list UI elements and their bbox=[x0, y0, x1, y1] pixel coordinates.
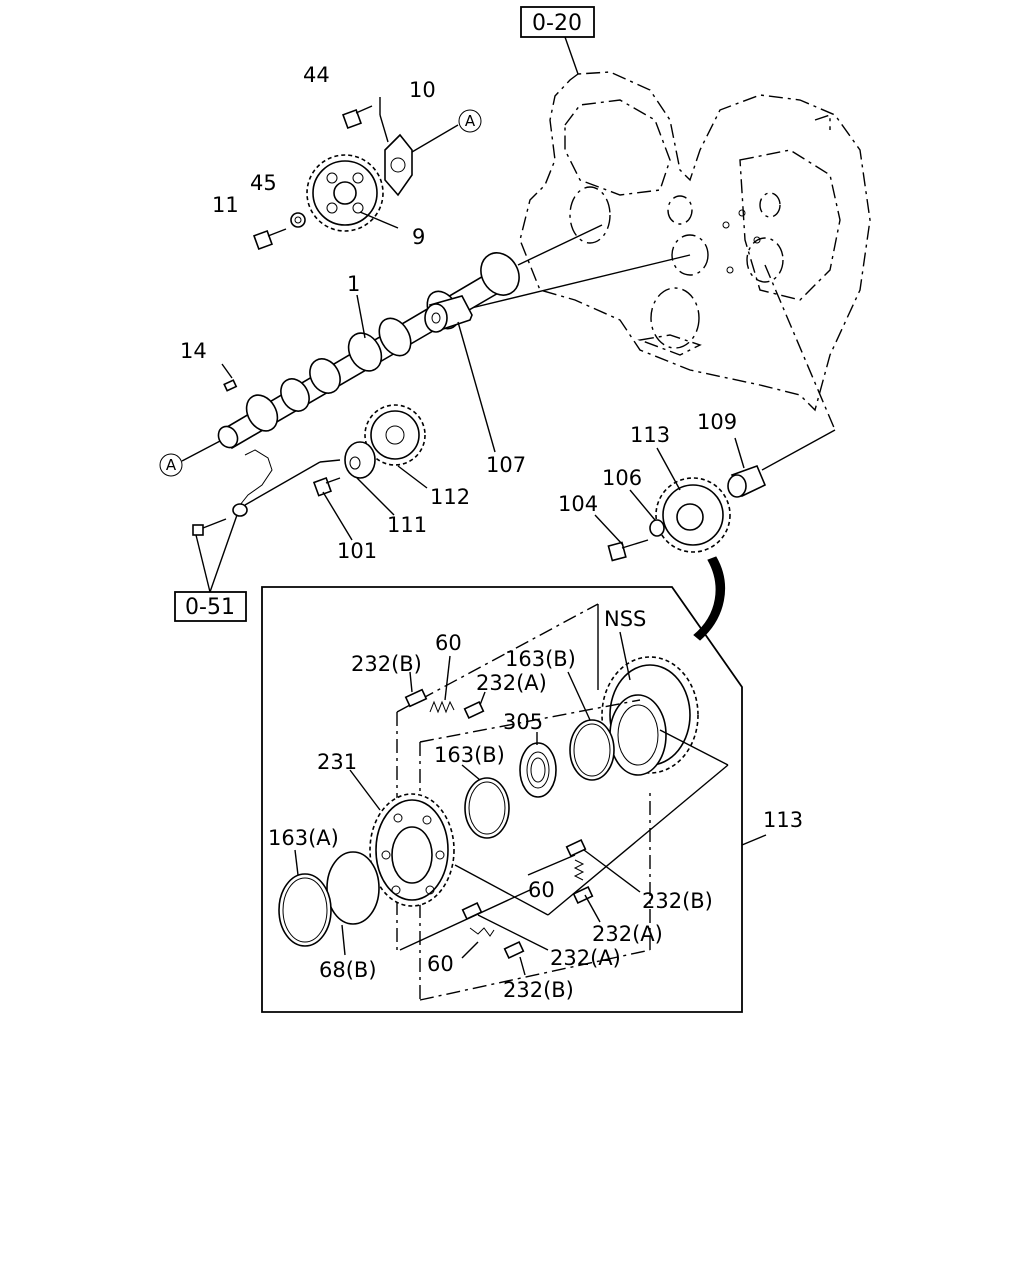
gasket-10[interactable] bbox=[384, 133, 413, 197]
washer-45[interactable] bbox=[290, 212, 306, 228]
oil-pipe-bracket bbox=[192, 449, 273, 536]
marker-a-bottom-label: A bbox=[166, 456, 177, 474]
label-109: 109 bbox=[697, 410, 737, 434]
label-231: 231 bbox=[317, 750, 357, 774]
bearing-305[interactable] bbox=[519, 742, 557, 798]
pin-232b-bottom[interactable] bbox=[503, 941, 525, 959]
label-nss: NSS bbox=[604, 607, 646, 631]
label-232b-right: 232(B) bbox=[642, 889, 713, 913]
pin-232a-top[interactable] bbox=[463, 701, 485, 719]
snap-ring-163b-left[interactable] bbox=[464, 777, 510, 839]
bushing-109[interactable] bbox=[727, 464, 767, 498]
snap-ring-163a[interactable] bbox=[278, 873, 332, 947]
label-60-top: 60 bbox=[435, 631, 462, 655]
label-163b-left: 163(B) bbox=[434, 743, 505, 767]
marker-a-top: A bbox=[458, 109, 482, 133]
label-111: 111 bbox=[387, 513, 427, 537]
label-1: 1 bbox=[347, 272, 360, 296]
detail-box bbox=[261, 586, 743, 1013]
spring-60-top[interactable] bbox=[429, 700, 455, 714]
label-232a-bottom: 232(A) bbox=[550, 946, 621, 970]
bolt-101[interactable] bbox=[312, 477, 341, 497]
label-232b-bottom: 232(B) bbox=[503, 978, 574, 1002]
gear-113[interactable] bbox=[655, 477, 731, 553]
idler-shaft-107[interactable] bbox=[424, 295, 473, 333]
pin-232b-top[interactable] bbox=[404, 688, 428, 708]
snap-ring-163b-right[interactable] bbox=[569, 719, 615, 781]
gear-nss[interactable] bbox=[601, 656, 699, 776]
label-305: 305 bbox=[503, 710, 543, 734]
gear-231[interactable] bbox=[369, 793, 455, 907]
reference-box-0-20[interactable]: 0-20 bbox=[520, 6, 595, 38]
bolt-104[interactable] bbox=[607, 539, 649, 562]
label-232a-right: 232(A) bbox=[592, 922, 663, 946]
key-14[interactable] bbox=[223, 379, 238, 392]
label-112: 112 bbox=[430, 485, 470, 509]
label-45: 45 bbox=[250, 171, 277, 195]
label-10: 10 bbox=[409, 78, 436, 102]
label-44: 44 bbox=[303, 63, 330, 87]
bolt-11[interactable] bbox=[253, 228, 287, 250]
spring-60-right[interactable] bbox=[573, 859, 585, 881]
label-113-detail: 113 bbox=[763, 808, 803, 832]
label-14: 14 bbox=[180, 339, 207, 363]
label-60-right: 60 bbox=[528, 878, 555, 902]
label-232a-top: 232(A) bbox=[476, 671, 547, 695]
bolt-44[interactable] bbox=[342, 105, 373, 129]
marker-a-top-label: A bbox=[465, 112, 476, 130]
pin-232a-bottom[interactable] bbox=[461, 902, 483, 920]
label-60-bottom: 60 bbox=[427, 952, 454, 976]
spring-60-bottom[interactable] bbox=[469, 927, 495, 937]
label-163b-right: 163(B) bbox=[505, 647, 576, 671]
ring-68b[interactable] bbox=[326, 851, 380, 925]
label-163a: 163(A) bbox=[268, 826, 339, 850]
reference-label-0-20: 0-20 bbox=[532, 11, 582, 36]
label-104: 104 bbox=[558, 492, 598, 516]
label-113: 113 bbox=[630, 423, 670, 447]
label-106: 106 bbox=[602, 466, 642, 490]
gear-9[interactable] bbox=[306, 154, 384, 232]
detail-arrow bbox=[693, 556, 725, 641]
label-9: 9 bbox=[412, 225, 425, 249]
label-68b: 68(B) bbox=[319, 958, 377, 982]
marker-a-bottom: A bbox=[159, 453, 183, 477]
label-101: 101 bbox=[337, 539, 377, 563]
label-11: 11 bbox=[212, 193, 239, 217]
label-107: 107 bbox=[486, 453, 526, 477]
reference-label-0-51: 0-51 bbox=[185, 595, 235, 620]
pin-232a-right[interactable] bbox=[572, 886, 594, 904]
label-232b-top: 232(B) bbox=[351, 652, 422, 676]
washer-106[interactable] bbox=[649, 519, 665, 537]
pin-232b-right[interactable] bbox=[565, 839, 587, 857]
gear-112[interactable] bbox=[364, 404, 426, 466]
engine-housing bbox=[519, 71, 871, 412]
thrust-plate-111[interactable] bbox=[344, 441, 376, 479]
reference-box-0-51[interactable]: 0-51 bbox=[174, 591, 247, 622]
